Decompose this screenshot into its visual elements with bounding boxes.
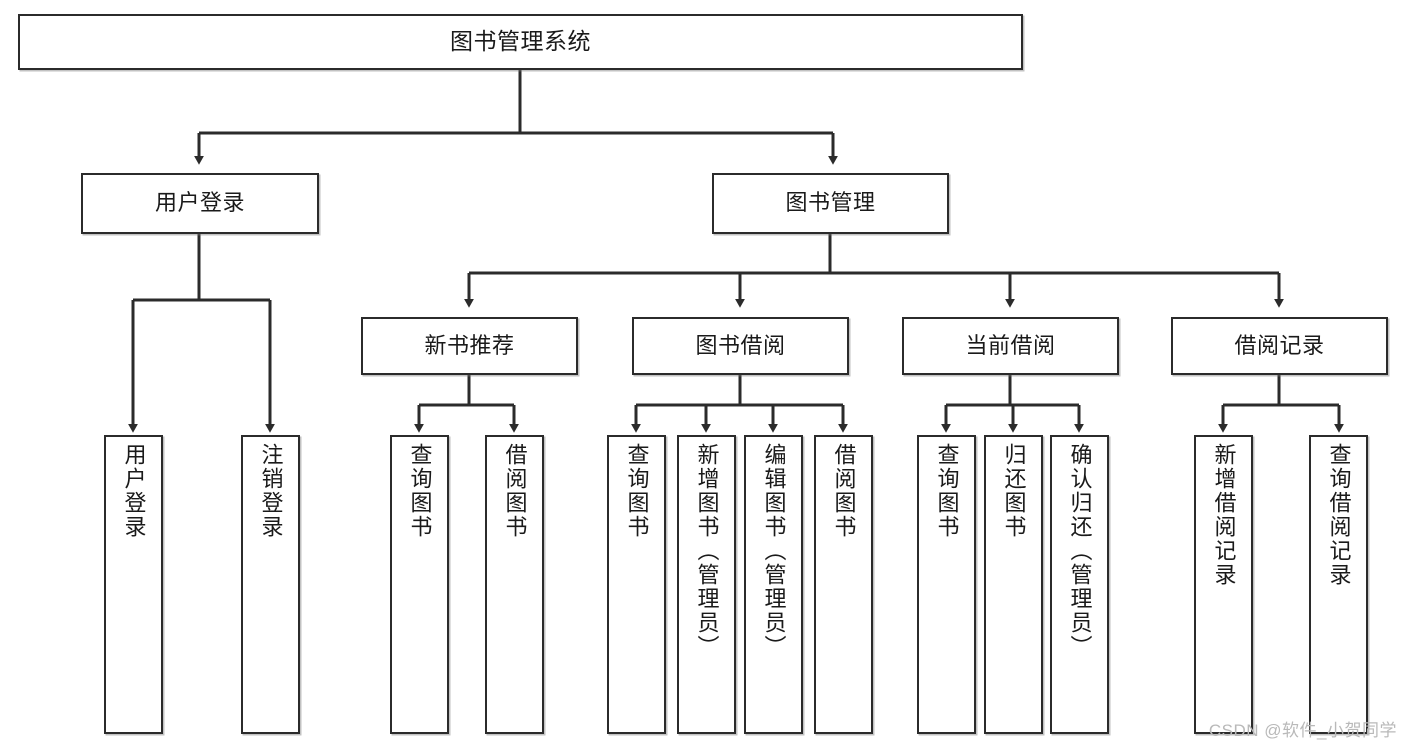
- node-label: 图书管理系统: [450, 28, 591, 55]
- leaf-borrow-edit-book[interactable]: 编辑图书（管理员）: [744, 435, 803, 734]
- node-borrow-record[interactable]: 借阅记录: [1171, 317, 1388, 375]
- node-label: 注销登录: [258, 443, 284, 539]
- node-label: 查询借阅记录: [1326, 443, 1352, 587]
- node-book-management[interactable]: 图书管理: [712, 173, 949, 234]
- leaf-user-login-login[interactable]: 用户登录: [104, 435, 163, 734]
- node-label: 借阅图书: [831, 443, 857, 539]
- node-label: 新增借阅记录: [1211, 443, 1237, 587]
- node-label: 用户登录: [154, 190, 245, 216]
- node-label: 当前借阅: [965, 332, 1056, 358]
- leaf-record-query-record[interactable]: 查询借阅记录: [1309, 435, 1368, 734]
- leaf-borrow-borrow-book[interactable]: 借阅图书: [814, 435, 873, 734]
- leaf-borrow-add-book[interactable]: 新增图书（管理员）: [677, 435, 736, 734]
- watermark-text: CSDN @软件_小贺同学: [1208, 721, 1397, 740]
- leaf-user-login-logout[interactable]: 注销登录: [241, 435, 300, 734]
- node-label: 新增图书（管理员）: [694, 443, 720, 659]
- node-label: 借阅记录: [1234, 332, 1325, 358]
- leaf-recommend-borrow-book[interactable]: 借阅图书: [485, 435, 544, 734]
- node-label: 归还图书: [1001, 443, 1027, 539]
- node-label: 借阅图书: [502, 443, 528, 539]
- node-label: 新书推荐: [424, 332, 515, 358]
- leaf-borrow-query-book[interactable]: 查询图书: [607, 435, 666, 734]
- node-root-system[interactable]: 图书管理系统: [18, 14, 1023, 70]
- node-label: 查询图书: [407, 443, 433, 539]
- node-label: 查询图书: [624, 443, 650, 539]
- node-new-book-recommend[interactable]: 新书推荐: [361, 317, 578, 375]
- node-book-borrow[interactable]: 图书借阅: [632, 317, 849, 375]
- leaf-record-add-record[interactable]: 新增借阅记录: [1194, 435, 1253, 734]
- leaf-current-return-book[interactable]: 归还图书: [984, 435, 1043, 734]
- leaf-current-confirm-return[interactable]: 确认归还（管理员）: [1050, 435, 1109, 734]
- node-label: 编辑图书（管理员）: [761, 443, 787, 659]
- node-label: 图书借阅: [695, 332, 786, 358]
- node-label: 查询图书: [934, 443, 960, 539]
- leaf-recommend-query-book[interactable]: 查询图书: [390, 435, 449, 734]
- node-user-login[interactable]: 用户登录: [81, 173, 319, 234]
- node-label: 确认归还（管理员）: [1067, 443, 1093, 659]
- node-current-borrow[interactable]: 当前借阅: [902, 317, 1119, 375]
- node-label: 用户登录: [121, 443, 147, 539]
- node-label: 图书管理: [785, 190, 876, 216]
- leaf-current-query-book[interactable]: 查询图书: [917, 435, 976, 734]
